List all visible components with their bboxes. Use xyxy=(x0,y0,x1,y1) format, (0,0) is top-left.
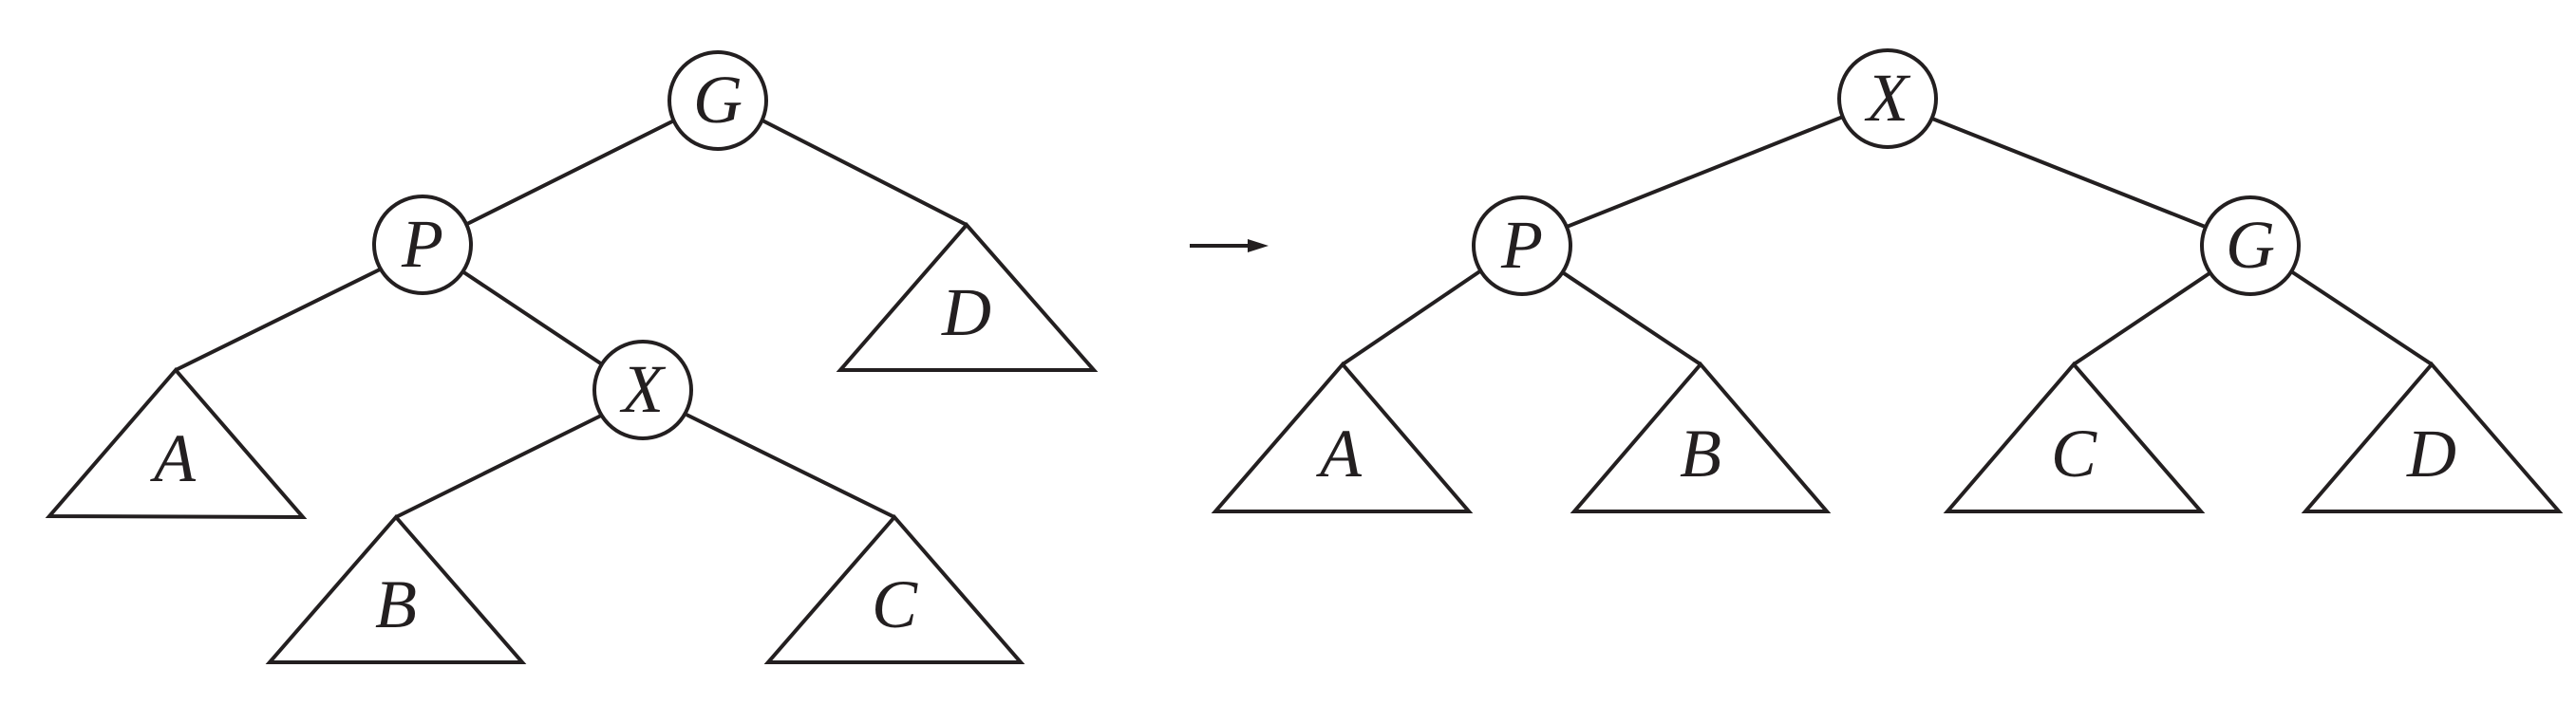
edge-x-b xyxy=(395,413,604,519)
node-circle-g xyxy=(2200,195,2301,296)
edge-p-b xyxy=(1559,269,1702,366)
edge-p-a xyxy=(175,267,383,372)
subtree-label-a: A xyxy=(1316,416,1363,492)
edge-x-g xyxy=(1931,117,2209,230)
node-x: X xyxy=(1837,48,1938,149)
tree-after: A B C D X P G xyxy=(1211,48,2564,513)
node-circle-p xyxy=(372,195,473,295)
subtree-label-d: D xyxy=(941,274,991,350)
node-circle-x xyxy=(1837,48,1938,149)
subtree-d xyxy=(836,221,1099,372)
edge-g-c xyxy=(2072,269,2214,366)
subtree-b xyxy=(1570,361,1832,513)
node-label-x: X xyxy=(619,351,667,427)
right-arrow-icon xyxy=(1190,239,1269,252)
edge-p-a xyxy=(1341,269,1483,366)
node-label-p: P xyxy=(1500,207,1543,283)
node-g: G xyxy=(2200,195,2301,296)
subtree-a xyxy=(45,366,308,520)
subtree-c xyxy=(1943,361,2206,513)
node-x: X xyxy=(592,340,693,440)
subtree-label-d: D xyxy=(2406,416,2456,492)
subtree-d xyxy=(2301,361,2564,513)
tree-before: D A B C G P X xyxy=(45,50,1099,664)
edge-g-p xyxy=(464,119,675,227)
node-p: P xyxy=(372,195,473,295)
subtree-label-c: C xyxy=(872,566,918,642)
node-label-g: G xyxy=(2226,207,2275,283)
node-label-p: P xyxy=(401,206,443,282)
subtree-c xyxy=(763,513,1025,664)
subtree-label-b: B xyxy=(1680,416,1721,492)
edge-x-c xyxy=(686,413,895,519)
node-p: P xyxy=(1472,195,1572,296)
edge-x-p xyxy=(1566,115,1844,229)
arrow-head xyxy=(1248,239,1269,252)
node-label-x: X xyxy=(1864,60,1911,136)
node-label-g: G xyxy=(693,62,743,138)
subtree-label-a: A xyxy=(150,420,197,496)
subtree-a xyxy=(1211,361,1474,513)
subtree-label-b: B xyxy=(375,566,417,642)
node-g: G xyxy=(668,50,768,151)
subtree-b xyxy=(265,513,527,664)
edge-p-x xyxy=(461,269,604,366)
edge-g-d xyxy=(762,119,968,227)
subtree-label-c: C xyxy=(2051,416,2097,492)
node-circle-p xyxy=(1472,195,1572,296)
node-circle-g xyxy=(668,50,768,151)
node-circle-x xyxy=(592,340,693,440)
edge-g-d xyxy=(2289,269,2434,366)
